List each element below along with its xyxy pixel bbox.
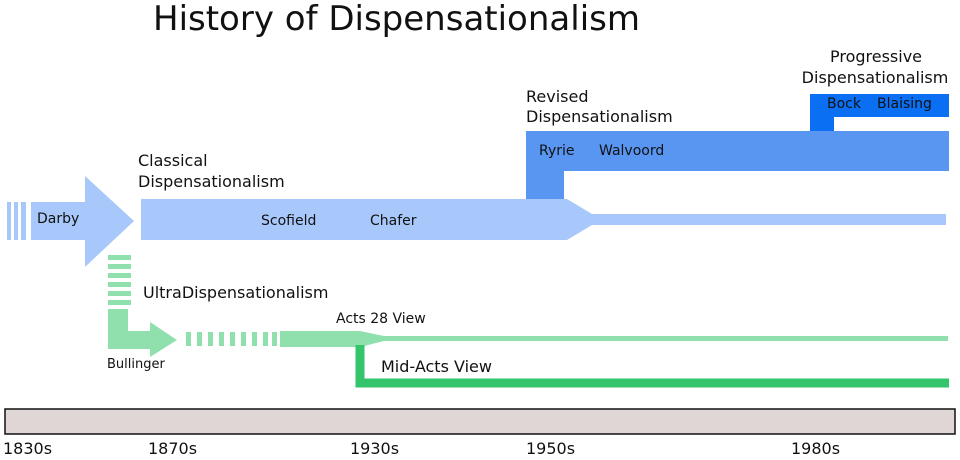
timeline-tick-1830s: 1830s — [3, 439, 53, 458]
ultra-label: UltraDispensationalism — [143, 283, 329, 302]
progressive-connector — [810, 94, 834, 134]
ultra-dash-1 — [186, 332, 191, 346]
mid-acts-line — [355, 345, 949, 388]
revised-connector — [526, 131, 564, 199]
darby-stripe-2 — [14, 202, 18, 240]
ultra-stripe-6 — [108, 300, 131, 305]
timeline-tick-1950s: 1950s — [526, 439, 576, 458]
bullinger-arrow — [108, 309, 177, 357]
ultra-dash-2 — [197, 332, 202, 346]
revised-label-line2: Dispensationalism — [526, 107, 673, 126]
ultra-dash-5 — [230, 332, 235, 346]
ultra-dash-7 — [252, 332, 257, 346]
person-blaising: Blaising — [877, 96, 932, 112]
person-scofield: Scofield — [261, 213, 317, 229]
ultra-dash-3 — [208, 332, 213, 346]
view-mid-acts: Mid-Acts View — [381, 357, 492, 376]
person-darby: Darby — [37, 211, 80, 227]
darby-stripe-1 — [7, 202, 11, 240]
person-chafer: Chafer — [370, 213, 417, 229]
ultra-stripe-1 — [108, 255, 131, 260]
progressive-label-line1: Progressive — [829, 47, 923, 66]
person-bullinger: Bullinger — [107, 357, 165, 372]
acts28-band — [280, 331, 948, 347]
ultra-dash-4 — [219, 332, 224, 346]
classical-band — [141, 199, 946, 240]
ultra-stripe-4 — [108, 282, 131, 287]
person-walvoord: Walvoord — [599, 143, 665, 159]
ultra-dash-9 — [272, 332, 277, 346]
timeline-tick-1930s: 1930s — [350, 439, 400, 458]
person-bock: Bock — [827, 96, 861, 112]
classical-label-line2: Dispensationalism — [138, 172, 285, 191]
progressive-label-line2: Dispensationalism — [801, 68, 949, 87]
ultra-stripe-3 — [108, 273, 131, 278]
ultra-dash-6 — [241, 332, 246, 346]
progressive-band — [810, 94, 949, 117]
revised-label-line1: Revised — [526, 87, 589, 106]
ultra-stripe-5 — [108, 291, 131, 296]
person-ryrie: Ryrie — [539, 143, 575, 159]
timeline-tick-1980s: 1980s — [791, 439, 841, 458]
revised-band — [526, 131, 949, 171]
view-acts28: Acts 28 View — [336, 311, 426, 327]
darby-stripe-3 — [21, 202, 26, 240]
page-title: History of Dispensationalism — [153, 0, 640, 39]
classical-label-line1: Classical — [138, 151, 208, 170]
ultra-stripe-2 — [108, 264, 131, 269]
ultra-dash-8 — [263, 332, 268, 346]
darby-arrow — [31, 176, 134, 267]
timeline-bar — [4, 408, 956, 435]
timeline-tick-1870s: 1870s — [148, 439, 198, 458]
